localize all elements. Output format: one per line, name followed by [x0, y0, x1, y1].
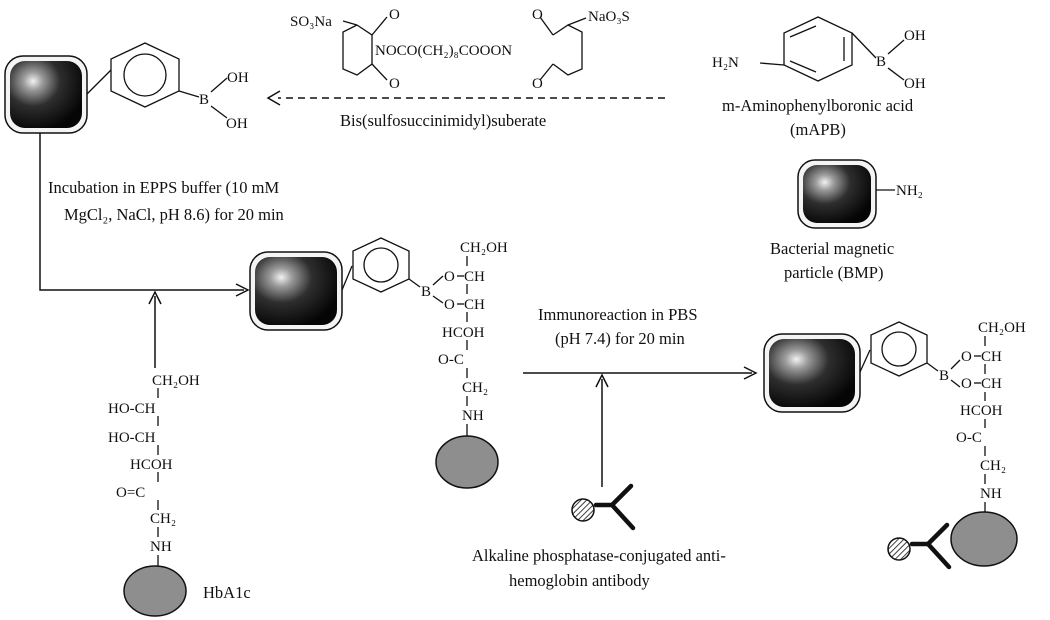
glyc-hoch-2: HO-CH [108, 430, 156, 446]
bead-boronic-acid: B OH OH [4, 42, 249, 134]
mid-ch2oh: CH₂OH [460, 240, 508, 256]
bound-alkaline-phosphatase [887, 537, 911, 561]
final-boron: B [939, 368, 949, 384]
alkaline-phosphatase [571, 498, 595, 522]
final-hcoh: HCOH [960, 403, 1003, 419]
o-bottom-right: O [532, 76, 543, 92]
glycated-hba1c: CH₂OH HO-CH HO-CH HCOH O=C CH₂ NH HbA1c [108, 373, 251, 617]
glyc-hoch-1: HO-CH [108, 401, 156, 417]
nao3s-label: NaO₃S [588, 9, 630, 25]
bead-3 [769, 339, 855, 407]
bead-1 [10, 61, 82, 128]
final-oc: O-C [956, 430, 982, 446]
final-o2: O [961, 376, 972, 392]
mid-ch2: CH [464, 297, 485, 313]
dashed-arrow-head [266, 90, 281, 106]
mapb-boron: B [876, 54, 886, 70]
incubation-arrow [39, 133, 244, 291]
immuno-arrow-head [743, 366, 758, 380]
mid-hcoh: HCOH [442, 325, 485, 341]
final-o1: O [961, 349, 972, 365]
hba1c-arrow-head [148, 290, 162, 305]
step1-boron: B [199, 92, 209, 108]
final-ch2: CH [981, 376, 1002, 392]
mid-ch2-chain: CH₂ [462, 380, 488, 396]
bmp-legend-bead [803, 165, 871, 223]
complex-bead-hba1c: B CH₂OH O CH O CH HCOH O-C CH₂ NH [249, 237, 508, 489]
final-nh: NH [980, 486, 1002, 502]
o-bottom-left: O [389, 76, 400, 92]
complex-final: B CH₂OH O CH O CH HCOH O-C CH₂ NH [763, 320, 1026, 570]
bs3-caption: Bis(sulfosuccinimidyl)suberate [340, 111, 546, 130]
hba1c-protein [123, 565, 187, 617]
antibody-arrow-head [595, 373, 609, 388]
glyc-ch2: CH₂ [150, 511, 176, 527]
antibody-y-shape [593, 483, 636, 531]
final-ch2oh: CH₂OH [978, 320, 1026, 336]
step1-oh-bottom: OH [226, 116, 248, 132]
glyc-hcoh: HCOH [130, 457, 173, 473]
mapb-caption-2: (mAPB) [790, 120, 846, 139]
antibody-caption-2: hemoglobin antibody [509, 571, 650, 590]
mid-boron: B [421, 284, 431, 300]
bmp-legend: NH₂ [797, 159, 923, 229]
mid-o1: O [444, 269, 455, 285]
final-ch1: CH [981, 349, 1002, 365]
bead-2 [255, 257, 337, 325]
glyc-ch2oh: CH₂OH [152, 373, 200, 389]
mid-o2: O [444, 297, 455, 313]
bmp-caption-2: particle (BMP) [784, 263, 883, 282]
linker-label: NOCO(CH₂)₈COOON [375, 43, 512, 59]
incubation-caption-1: Incubation in EPPS buffer (10 mM [48, 178, 279, 197]
bs3-structure: SO₃Na O O NOCO(CH₂)₈COOON O O NaO₃S [290, 7, 630, 92]
final-ch2-chain: CH₂ [980, 458, 1006, 474]
bound-antibody [909, 522, 952, 570]
bmp-caption-1: Bacterial magnetic [770, 239, 894, 258]
h2n-label: H₂N [712, 55, 739, 71]
glyc-nh: NH [150, 539, 172, 555]
mid-nh: NH [462, 408, 484, 424]
final-protein [950, 511, 1018, 567]
immuno-caption-1: Immunoreaction in PBS [538, 305, 698, 324]
bmp-nh2: NH₂ [896, 183, 923, 199]
immuno-caption-2: (pH 7.4) for 20 min [555, 329, 685, 348]
mapb-oh-top: OH [904, 28, 926, 44]
incubation-caption-2: MgCl₂, NaCl, pH 8.6) for 20 min [64, 205, 284, 224]
o-top-left: O [389, 7, 400, 23]
mapb-caption-1: m-Aminophenylboronic acid [722, 96, 914, 115]
ap-antibody [571, 483, 636, 531]
o-top-right: O [532, 7, 543, 23]
mapb-structure: H₂N B OH OH [712, 16, 926, 92]
glyc-oc: O=C [116, 485, 145, 501]
antibody-caption-1: Alkaline phosphatase-conjugated anti- [472, 546, 726, 565]
hba1c-label: HbA1c [203, 583, 251, 602]
incubation-arrow-head [235, 283, 250, 297]
mid-ch1: CH [464, 269, 485, 285]
so3na-label: SO₃Na [290, 14, 332, 30]
mid-protein [435, 435, 499, 489]
step1-oh-top: OH [227, 70, 249, 86]
mid-oc: O-C [438, 352, 464, 368]
mapb-oh-bottom: OH [904, 76, 926, 92]
